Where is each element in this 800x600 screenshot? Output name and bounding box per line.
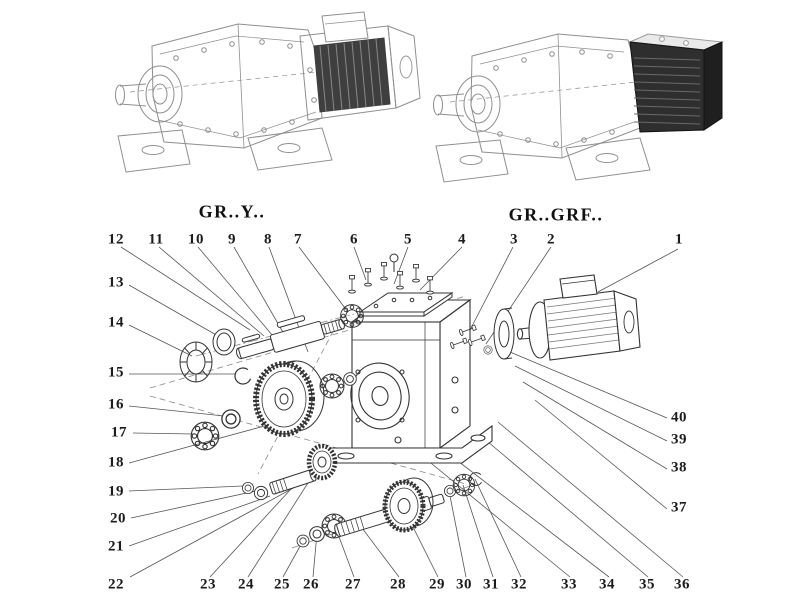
roller-bearing: [179, 341, 213, 383]
inspection-cover: [358, 292, 454, 317]
motor: [516, 274, 641, 361]
eye-bolt: [389, 253, 399, 272]
motor-flange-adapter: [493, 307, 515, 360]
gear-housing: [329, 298, 493, 464]
cover-bolts: [348, 253, 434, 295]
exploded-view: [120, 246, 684, 578]
input-shaft-assembly: [235, 304, 364, 360]
leader-lines: [120, 246, 684, 578]
output-shaft-assembly: [296, 469, 486, 548]
input-seal-group: [179, 328, 254, 387]
large-gear: [253, 360, 325, 437]
intermediate-pinion-assembly: [241, 443, 338, 501]
assembled-view-gr-y: [115, 11, 421, 173]
assembled-view-gr-grf: [433, 33, 724, 183]
